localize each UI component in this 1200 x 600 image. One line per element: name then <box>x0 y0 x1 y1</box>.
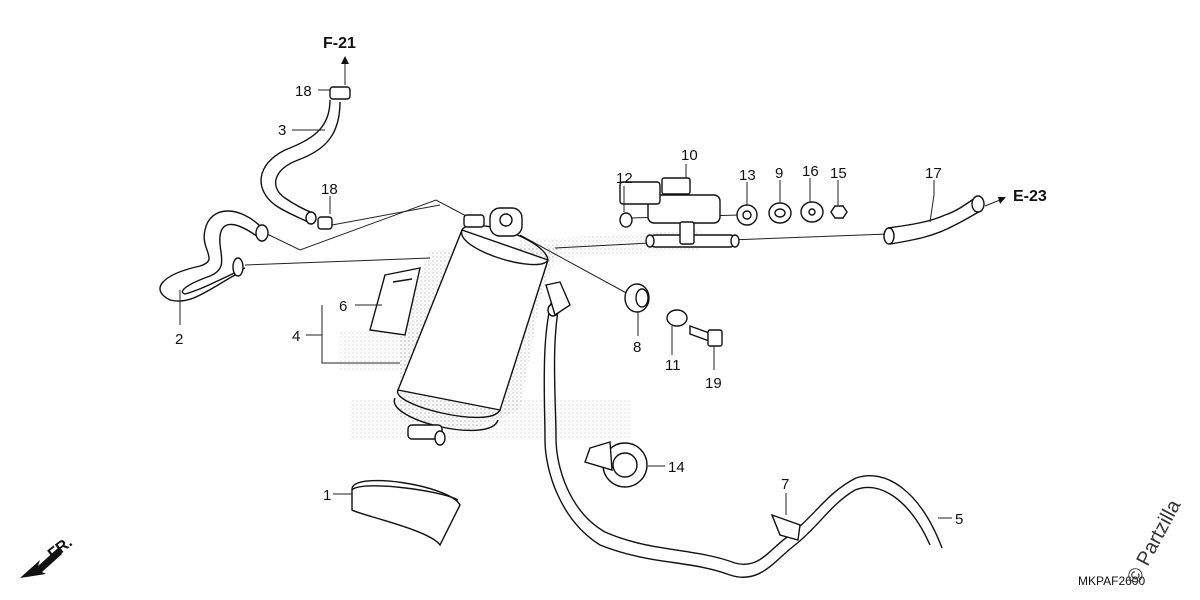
callout-1: 1 <box>323 487 331 504</box>
callout-8: 8 <box>633 339 641 356</box>
hose-5 <box>543 281 943 578</box>
callout-19: 19 <box>705 375 722 392</box>
callout-9: 9 <box>775 165 783 182</box>
clip-7 <box>770 513 801 541</box>
callout-13: 13 <box>739 167 756 184</box>
grommet-8 <box>624 283 650 313</box>
front-arrow-icon: FR. <box>20 534 76 578</box>
callout-5: 5 <box>955 511 963 528</box>
callout-15: 15 <box>830 165 847 182</box>
callout-11: 11 <box>665 357 681 374</box>
clip-18-top <box>329 56 351 100</box>
callout-12: 12 <box>616 170 633 187</box>
hose-17 <box>883 195 1006 245</box>
callout-18-top: 18 <box>295 83 312 100</box>
callout-10: 10 <box>681 147 698 164</box>
callout-17: 17 <box>925 165 942 182</box>
callout-2: 2 <box>175 331 183 348</box>
clip-18-middle <box>317 216 333 230</box>
washer-11 <box>666 309 688 327</box>
callout-3: 3 <box>278 122 286 139</box>
callout-16: 16 <box>802 163 819 180</box>
callout-4: 4 <box>292 328 300 345</box>
callout-6: 6 <box>339 298 347 315</box>
callout-leaders <box>179 89 952 519</box>
valve-10 <box>619 177 740 248</box>
band-1 <box>351 479 461 547</box>
hose-3 <box>260 99 341 225</box>
reference-top: F-21 <box>323 35 356 52</box>
callout-7: 7 <box>781 476 789 493</box>
hose-2 <box>159 210 269 302</box>
canister-4 <box>393 207 549 446</box>
callout-18-middle: 18 <box>321 181 338 198</box>
bolt-19 <box>689 325 723 347</box>
clamp-14 <box>584 441 648 488</box>
watermark: © Partzilla <box>1123 496 1186 588</box>
callout-14: 14 <box>668 459 685 476</box>
diagram-code: MKPAF2600 <box>1078 574 1145 588</box>
label-6 <box>369 267 421 336</box>
small-parts <box>619 201 848 228</box>
reference-right: E-23 <box>1013 188 1047 205</box>
